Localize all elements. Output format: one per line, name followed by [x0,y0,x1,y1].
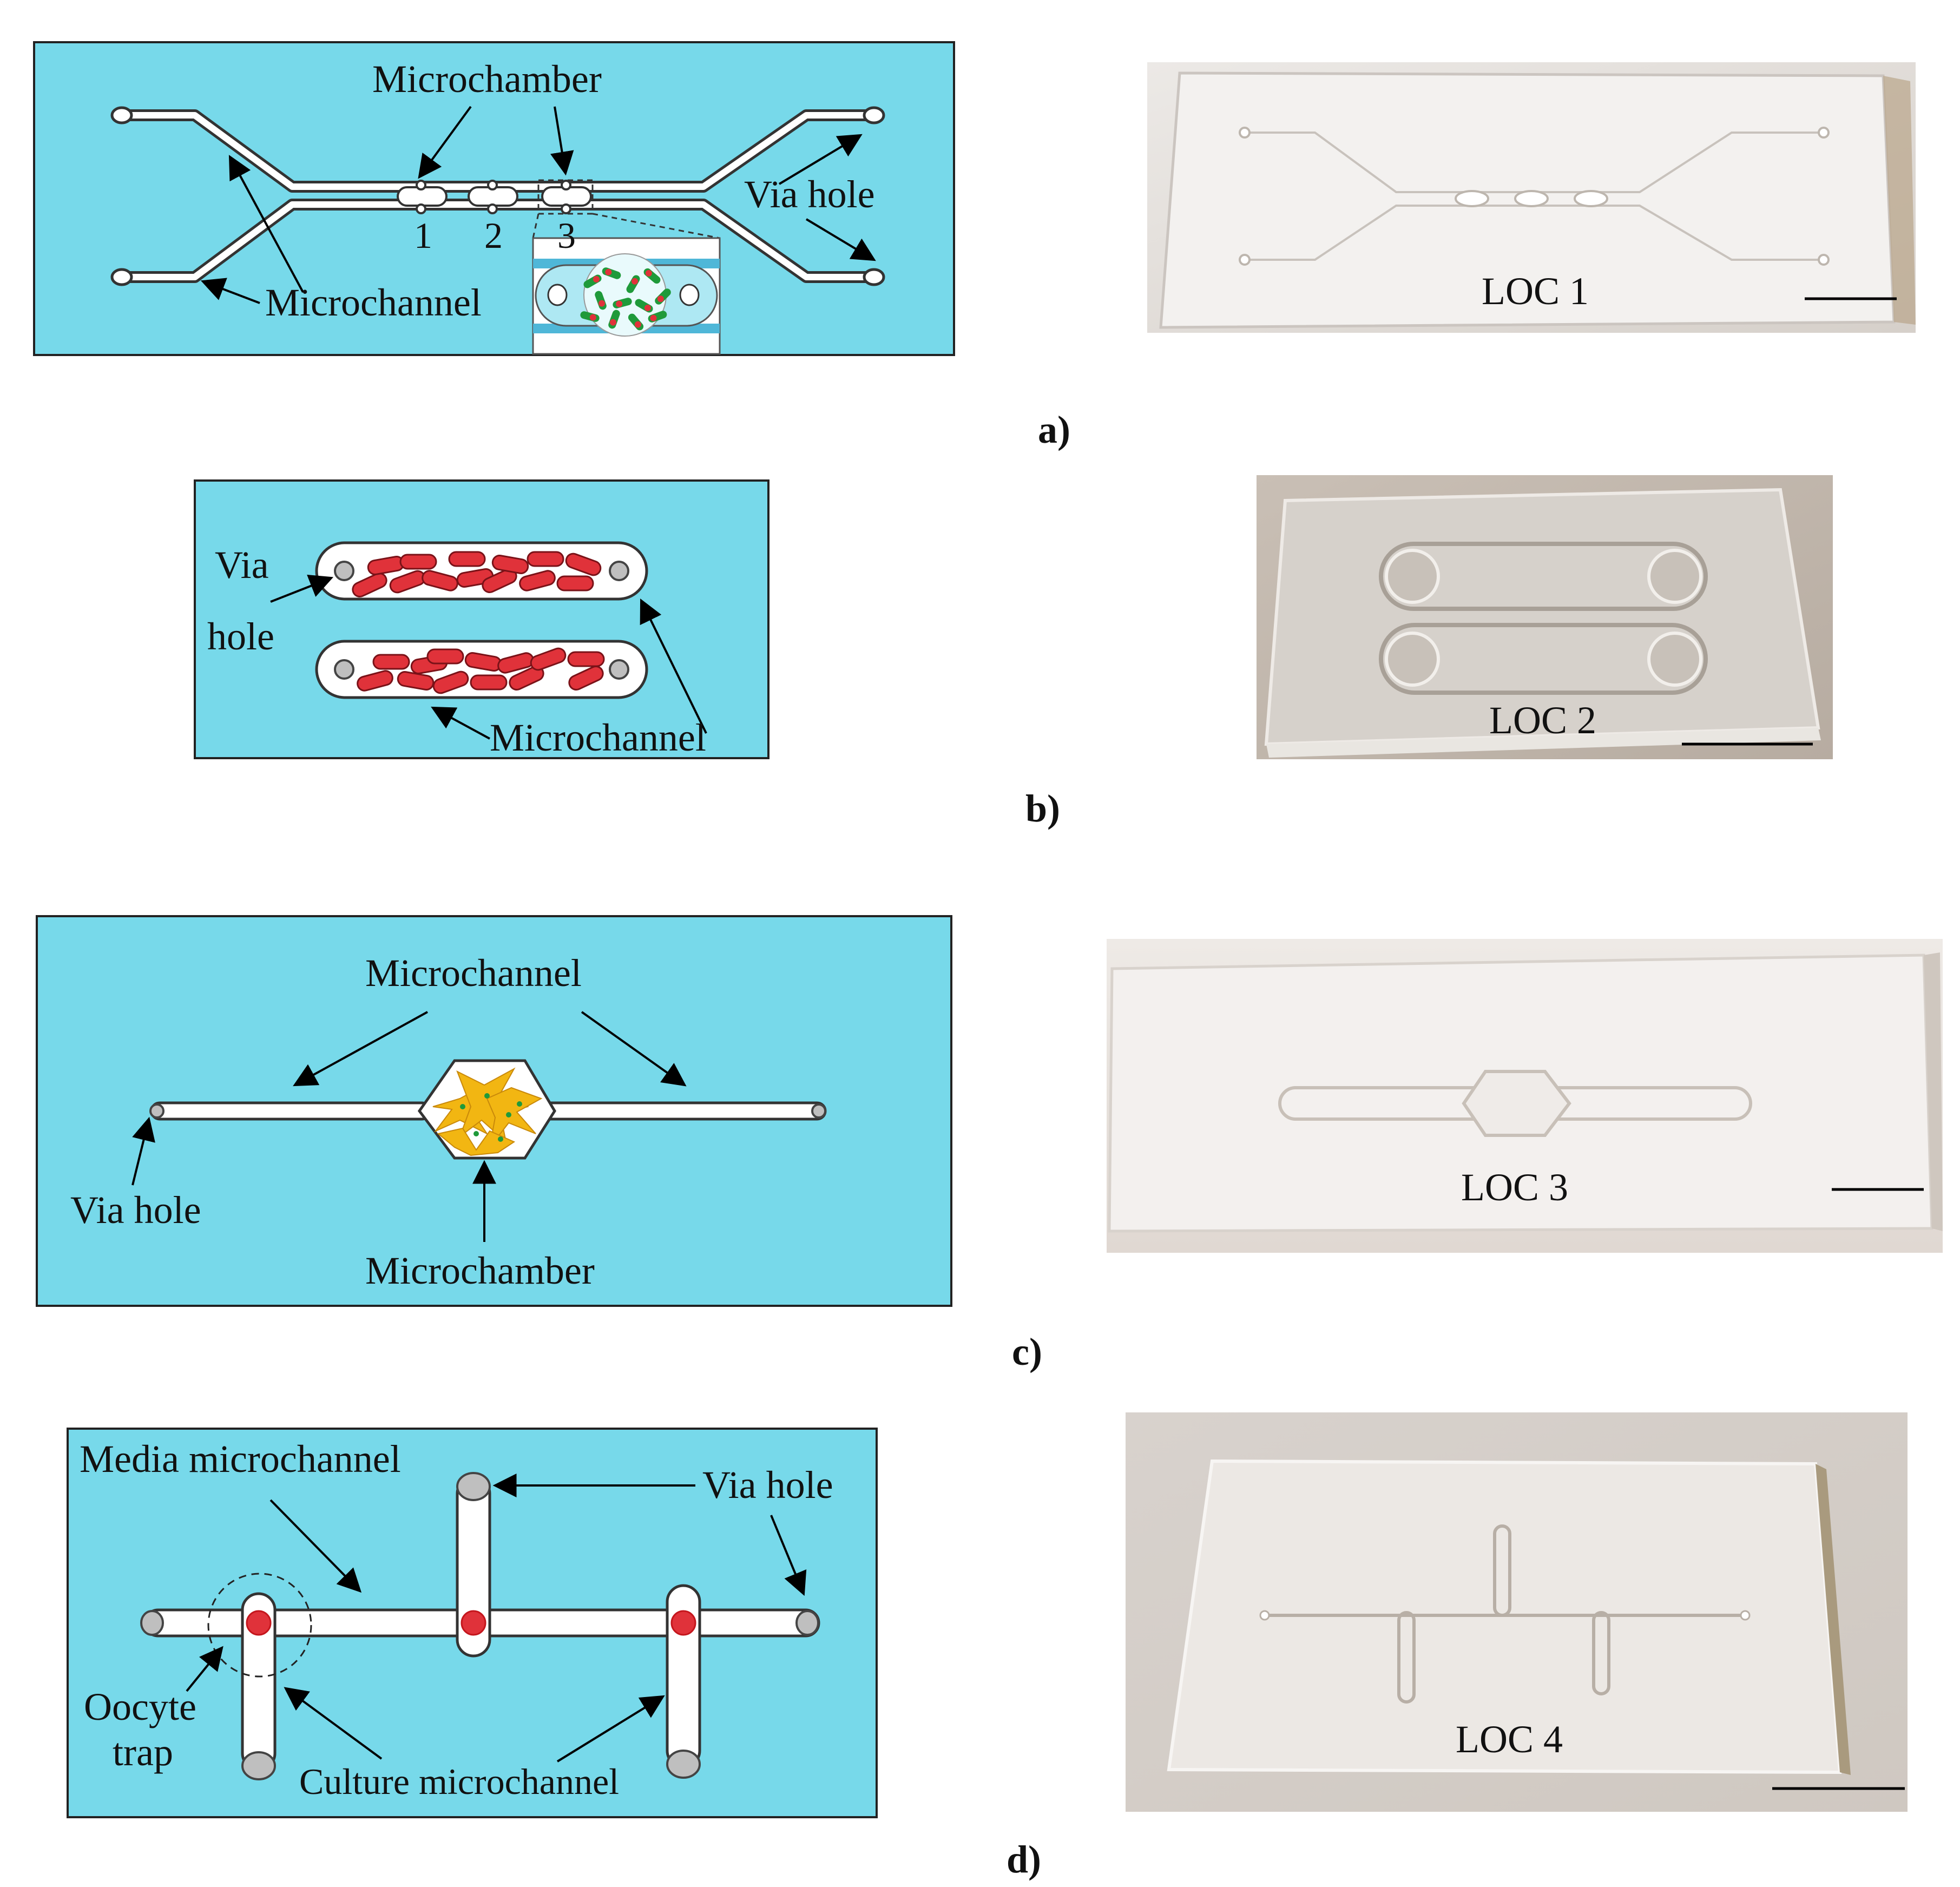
panel-d-diagram: Media microchannel Via hole Oocyte trap … [67,1428,878,1818]
panel-b-cells-bottom [357,647,605,694]
loc1-photo: LOC 1 [1147,62,1916,333]
panel-a-microchambers [397,180,592,214]
loc4-photo: LOC 4 [1126,1412,1908,1812]
panel-a-chamber-1: 1 [414,215,432,256]
loc3-photo: LOC 3 [1107,939,1943,1253]
panel-d-trap-label: trap [113,1731,173,1774]
panel-a-microchamber-label: Microchamber [372,57,602,101]
panel-d-via-hole-label: Via hole [702,1463,833,1507]
loc2-photo: LOC 2 [1257,475,1833,759]
panel-d-via-holes [140,1472,819,1780]
panel-a-cells [580,267,671,331]
panel-a-diagram: Microchamber Via hole Microchannel 1 2 3 [33,41,955,356]
loc4-channels [1264,1524,1745,1704]
panel-d-culture-label: Culture microchannel [299,1761,619,1802]
panel-d-arrows [186,1474,807,1763]
panel-a-label: a) [1038,408,1070,451]
panel-c-left-channel [150,1101,432,1121]
panel-b-arrows [270,575,707,740]
panel-c-diagram: Microchannel Via hole Microchamber [36,915,952,1307]
panel-d-label: d) [1007,1838,1041,1881]
panel-b-microchannel-label: Microchannel [490,716,706,759]
panel-b-cells-top [352,551,602,597]
panel-b-via-holes [334,561,629,680]
panel-a-arrows [200,106,876,304]
panel-c-right-channel [540,1101,827,1121]
panel-b-label: b) [1025,787,1060,830]
panel-d-media-label: Media microchannel [80,1437,401,1481]
panel-c-via-hole-label: Via hole [70,1188,201,1232]
panel-b-hole-label: hole [207,615,274,658]
panel-a-via-holes [110,106,885,286]
loc4-label: LOC 4 [1456,1718,1563,1761]
panel-c-arrows [131,1011,687,1242]
panel-c-label: c) [1012,1330,1042,1373]
panel-b-via-label: Via [215,543,269,587]
panel-c-microchamber-label: Microchamber [365,1249,595,1292]
loc2-label: LOC 2 [1489,699,1596,742]
panel-a-chamber-2: 2 [484,215,503,256]
loc3-channel [1278,1070,1752,1137]
panel-a-microchannel-label: Microchannel [265,281,482,324]
panel-d-trap-circle [207,1573,312,1678]
panel-c-microchannel-label: Microchannel [365,951,582,995]
panel-c-via-holes [149,1103,826,1119]
panel-a-via-hole-label: Via hole [744,173,875,216]
panel-a-chamber-3: 3 [557,215,576,256]
panel-d-oocyte-label: Oocyte [84,1685,196,1728]
panel-a-zoom-inset [532,237,721,355]
loc3-label: LOC 3 [1461,1166,1568,1209]
panel-d-oocytes [246,1610,696,1636]
panel-b-diagram: Via hole Microchannel [194,479,769,759]
panel-c-cells [432,1067,543,1156]
loc2-channels [1379,542,1708,695]
loc1-label: LOC 1 [1482,269,1589,313]
